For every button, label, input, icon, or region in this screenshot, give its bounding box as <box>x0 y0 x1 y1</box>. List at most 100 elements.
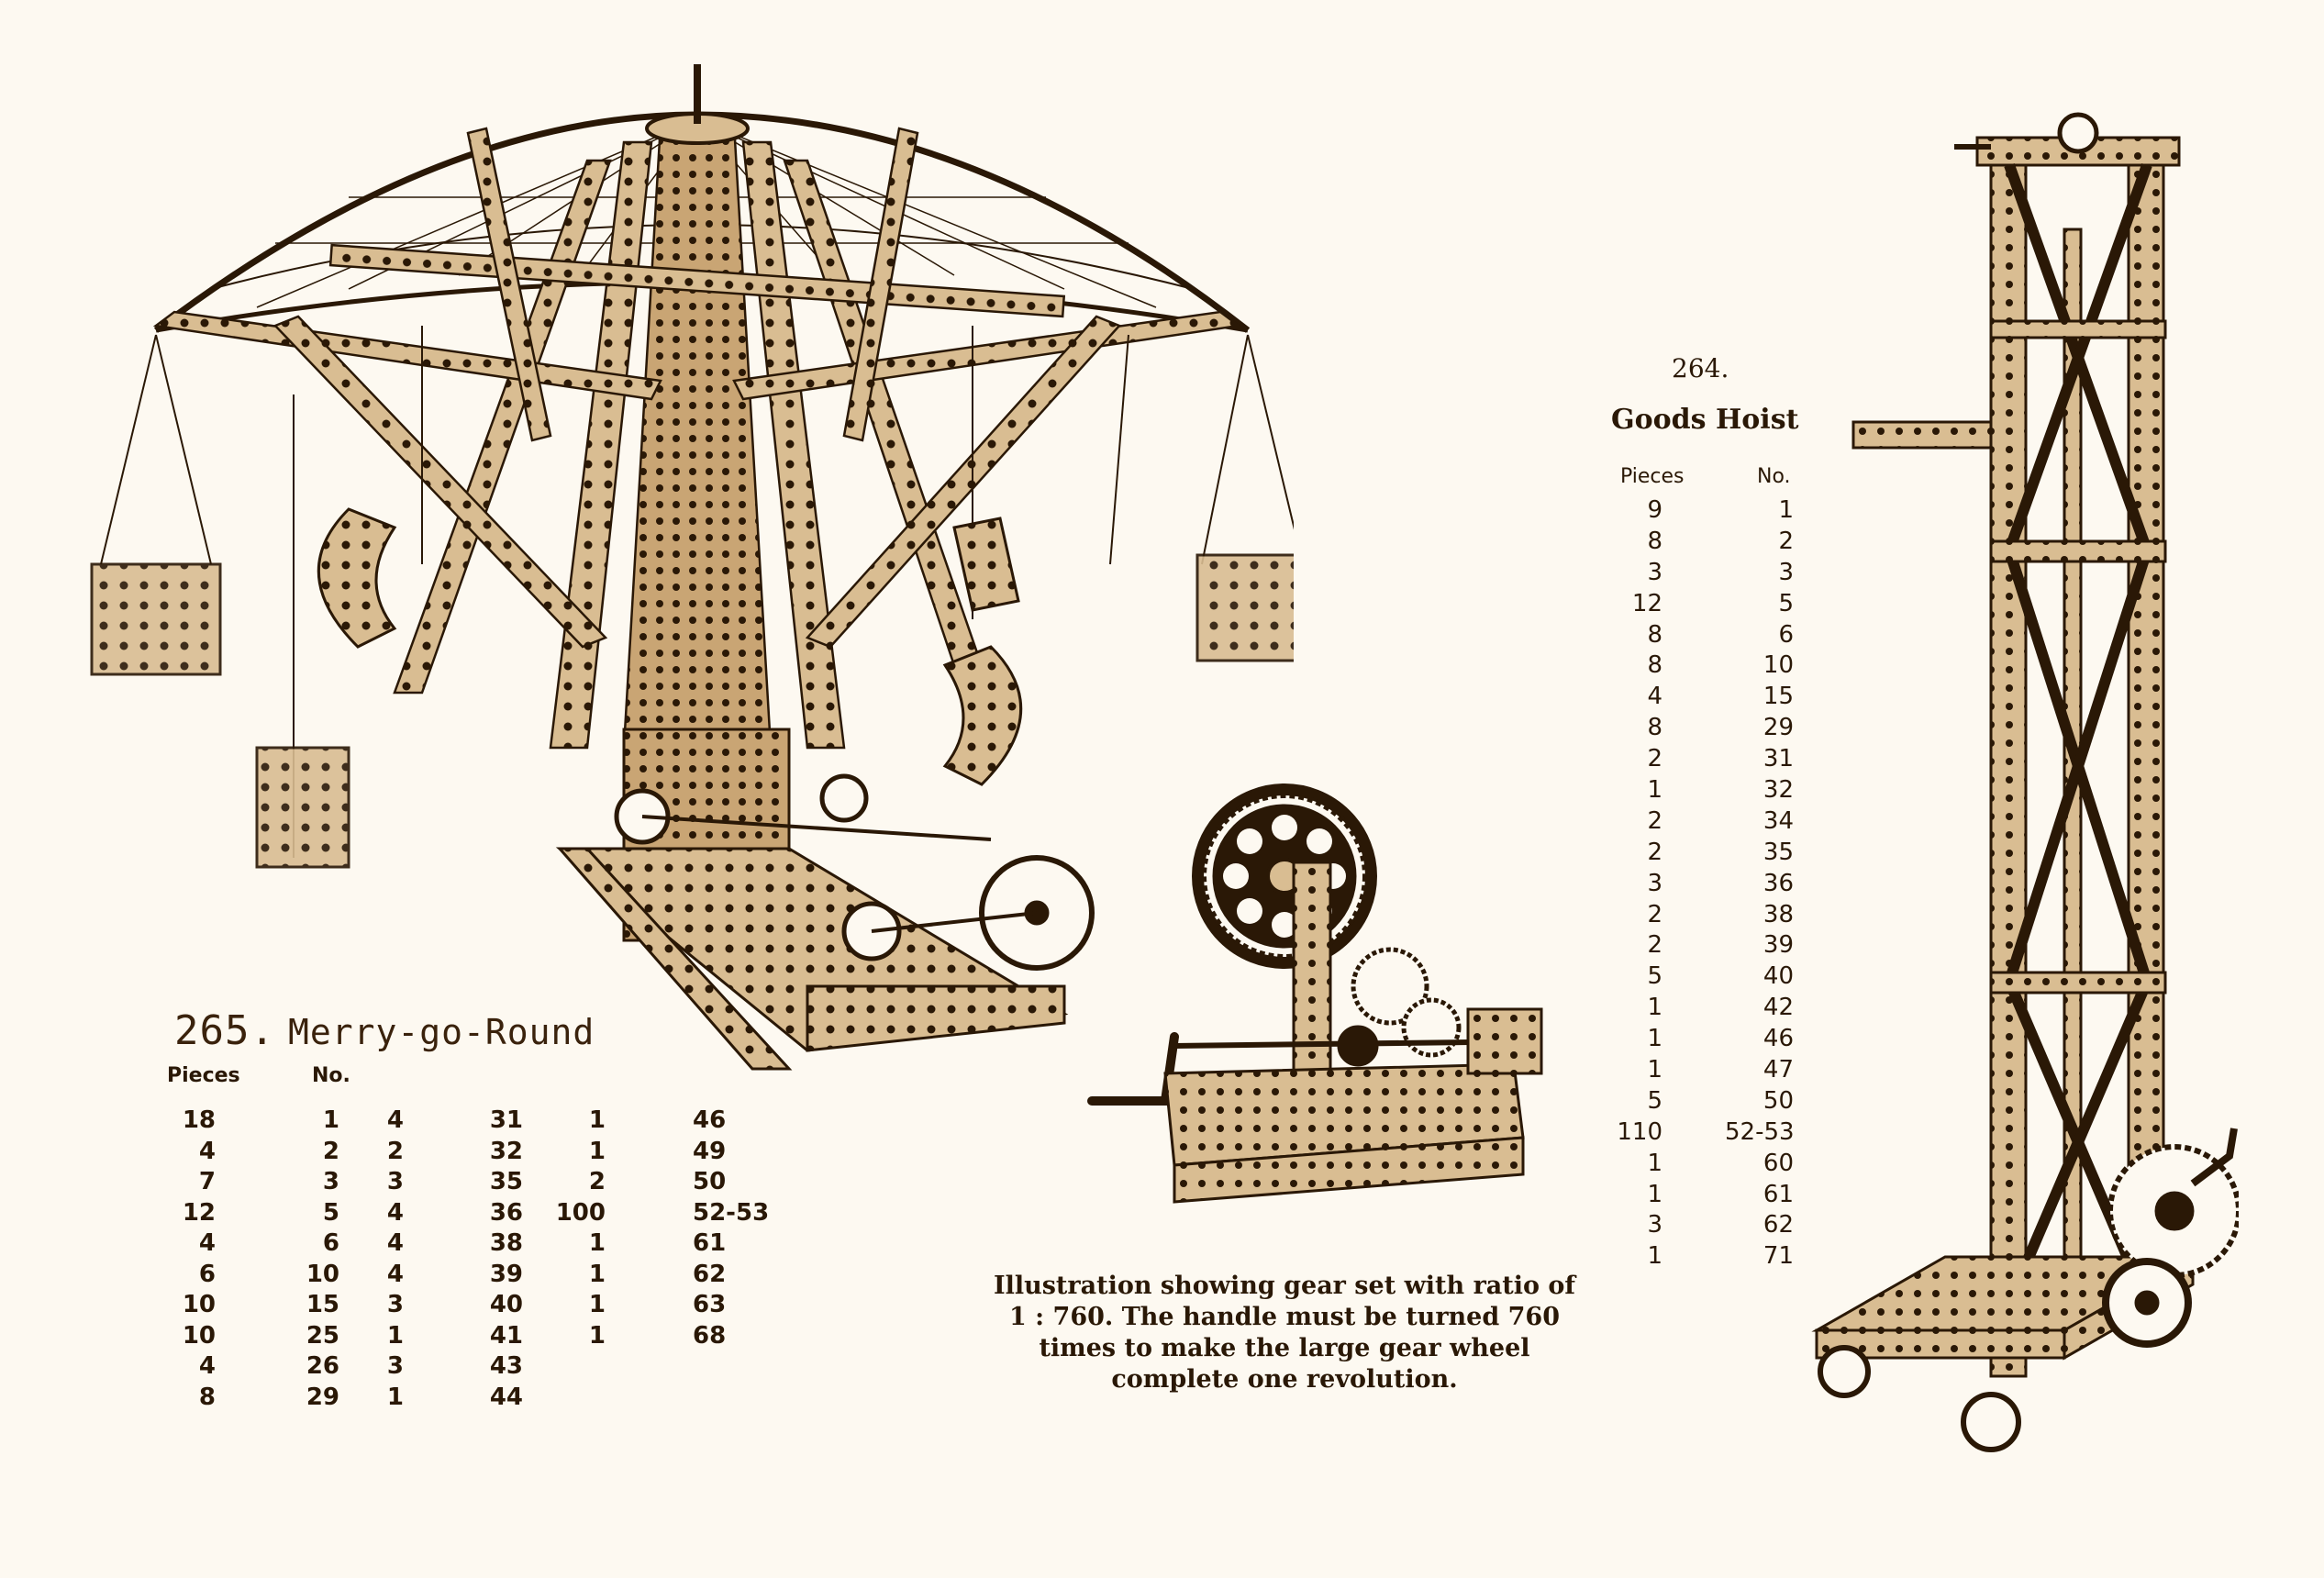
gh-no-column: 1 2 3 5 6 10 15 29 31 32 34 35 36 38 39 … <box>1725 495 1795 1272</box>
list-item: 43 <box>489 1352 523 1380</box>
list-item: 39 <box>489 1260 523 1288</box>
list-item: 2 <box>1647 745 1662 773</box>
list-item: 1 <box>1647 1056 1662 1084</box>
list-item: 15 <box>1762 683 1794 711</box>
list-item: 3 <box>386 1291 404 1318</box>
list-item: 5 <box>1778 589 1794 617</box>
list-item: 4 <box>386 1260 404 1288</box>
list-item: 1 <box>588 1321 606 1350</box>
gear-set-caption: Illustration showing gear set with ratio… <box>993 1272 1576 1394</box>
list-item: 110 <box>1617 1117 1662 1146</box>
list-item: 31 <box>1762 745 1794 773</box>
list-item: 1 <box>588 1229 606 1257</box>
list-item: 3 <box>1647 1211 1662 1239</box>
list-item: 29 <box>1762 714 1794 742</box>
mgr-col3-pieces: 1 1 2 100 1 1 1 1 <box>541 1106 606 1351</box>
list-item: 63 <box>693 1291 727 1318</box>
list-item: 32 <box>489 1137 523 1165</box>
gh-pieces-column: 9 8 3 12 8 8 4 8 2 1 2 2 3 2 2 5 1 1 1 5… <box>1596 495 1662 1272</box>
list-item: 42 <box>1762 994 1794 1022</box>
list-item: 39 <box>1762 931 1794 960</box>
list-item: 6 <box>1778 620 1794 649</box>
goods-hoist-number: 264. <box>1672 353 1729 383</box>
list-item: 1 <box>1647 1025 1662 1053</box>
list-item: 61 <box>693 1229 727 1257</box>
list-item: 1 <box>1647 1242 1662 1271</box>
list-item: 6 <box>198 1260 216 1288</box>
list-item: 5 <box>1647 962 1662 991</box>
mgr-col2-pieces: 4 2 3 4 4 4 3 1 3 1 <box>358 1106 404 1413</box>
list-item: 50 <box>1762 1086 1794 1115</box>
goods-hoist-title: Goods Hoist <box>1611 404 1799 436</box>
list-item: 10 <box>182 1321 216 1350</box>
list-item: 12 <box>1631 589 1662 617</box>
list-item: 2 <box>1778 527 1794 555</box>
list-item: 2 <box>1647 900 1662 928</box>
list-item: 4 <box>198 1137 216 1165</box>
list-item: 25 <box>306 1321 339 1350</box>
list-item: 8 <box>198 1383 216 1411</box>
list-item: 38 <box>1762 900 1794 928</box>
mgr-col1-no: 1 2 3 5 6 10 15 25 26 29 <box>284 1106 339 1413</box>
list-item: 7 <box>198 1168 216 1195</box>
list-item: 15 <box>306 1291 339 1318</box>
list-item: 2 <box>322 1137 339 1165</box>
list-item: 3 <box>1647 558 1662 586</box>
list-item: 46 <box>1762 1025 1794 1053</box>
list-item: 3 <box>322 1168 339 1195</box>
list-item: 2 <box>1647 838 1662 866</box>
list-item: 41 <box>489 1321 523 1350</box>
list-item: 38 <box>489 1229 523 1257</box>
list-item: 62 <box>693 1260 727 1288</box>
list-item: 8 <box>1647 651 1662 680</box>
list-item: 10 <box>306 1260 339 1288</box>
list-item: 40 <box>489 1291 523 1318</box>
list-item: 1 <box>322 1106 339 1134</box>
list-item: 3 <box>1778 558 1794 586</box>
list-item: 50 <box>693 1168 727 1195</box>
list-item: 8 <box>1647 620 1662 649</box>
list-item: 1 <box>588 1106 606 1134</box>
list-item: 4 <box>386 1198 404 1227</box>
list-item: 52-53 <box>693 1198 770 1227</box>
list-item: 2 <box>386 1137 404 1165</box>
list-item: 71 <box>1762 1242 1794 1271</box>
no-header: No. <box>312 1064 350 1087</box>
list-item: 9 <box>1647 496 1662 524</box>
list-item: 10 <box>1762 651 1794 680</box>
no-header: No. <box>1757 465 1791 488</box>
list-item: 36 <box>489 1198 523 1227</box>
list-item: 32 <box>1762 776 1794 805</box>
list-item: 3 <box>386 1352 404 1380</box>
list-item: 1 <box>588 1291 606 1318</box>
merry-go-round-illustration <box>73 50 1294 1083</box>
list-item: 2 <box>1647 806 1662 835</box>
list-item: 34 <box>1762 806 1794 835</box>
list-item: 31 <box>489 1106 523 1134</box>
list-item: 1 <box>1647 776 1662 805</box>
list-item: 100 <box>555 1198 606 1227</box>
list-item: 35 <box>1762 838 1794 866</box>
list-item: 1 <box>1647 994 1662 1022</box>
list-item: 12 <box>182 1198 216 1227</box>
list-item: 52-53 <box>1725 1117 1795 1146</box>
list-item: 4 <box>386 1229 404 1257</box>
list-item: 4 <box>198 1352 216 1380</box>
list-item: 6 <box>322 1229 339 1257</box>
list-item: 46 <box>693 1106 727 1134</box>
mgr-col2-no: 31 32 35 36 38 39 40 41 43 44 <box>468 1106 523 1413</box>
list-item: 1 <box>1778 496 1794 524</box>
list-item: 29 <box>306 1383 339 1411</box>
list-item: 2 <box>1647 931 1662 960</box>
model-name: Merry-go-Round <box>287 1012 595 1052</box>
list-item: 4 <box>198 1229 216 1257</box>
list-item: 40 <box>1762 962 1794 991</box>
list-item: 4 <box>1647 683 1662 711</box>
model-number: 265. <box>174 1007 275 1054</box>
list-item: 44 <box>489 1383 523 1411</box>
list-item: 49 <box>693 1137 727 1165</box>
list-item: 4 <box>386 1106 404 1134</box>
list-item: 5 <box>322 1198 339 1227</box>
list-item: 68 <box>693 1321 727 1350</box>
mgr-col1-pieces: 18 4 7 12 4 6 10 10 4 8 <box>161 1106 216 1413</box>
